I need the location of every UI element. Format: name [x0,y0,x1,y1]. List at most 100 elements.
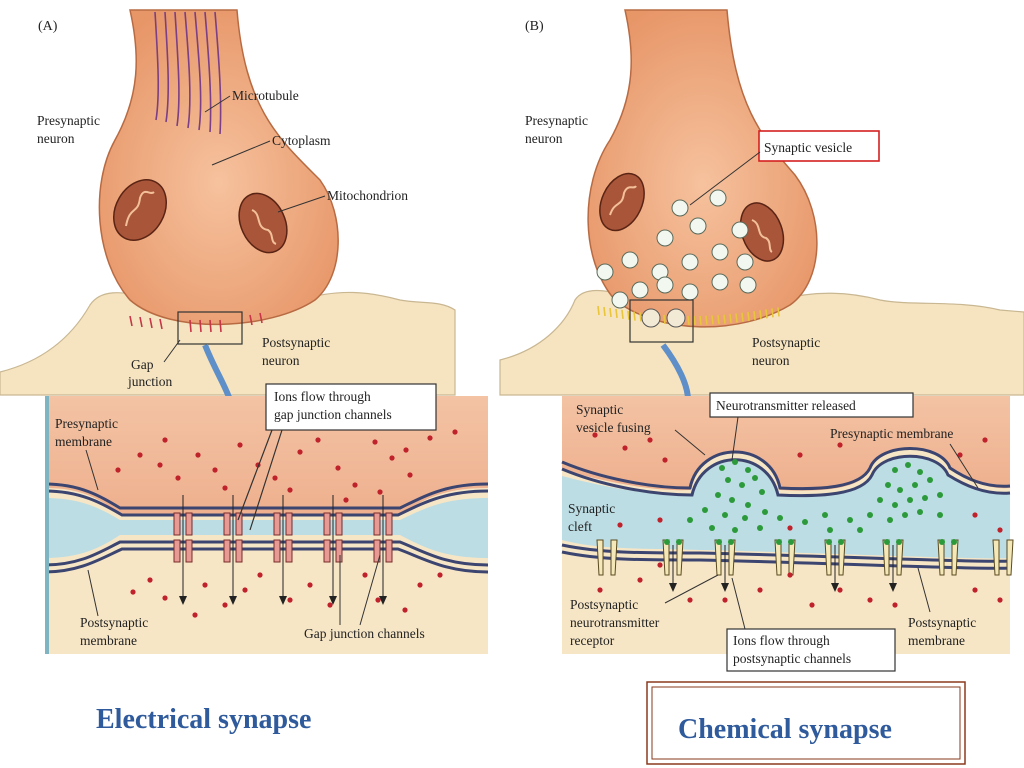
neurotransmitter-released-label: Neurotransmitter released [716,398,856,413]
synaptic-vesicle-label: Synaptic vesicle [764,140,852,155]
active-zone-mark [771,308,774,318]
active-zone-mark [705,315,708,325]
presynaptic-membrane-leader-b [949,443,979,489]
synaptic-vesicle-icon [736,253,754,271]
synaptic-vesicle-icon [656,276,674,294]
active-zone-mark [723,314,726,324]
synaptic-vesicle-icon [611,291,629,309]
postsynaptic-neuron-label-a1: Postsynaptic [262,335,330,350]
ion-dot [972,512,978,518]
neurotransmitter-dot [877,497,883,503]
ion-dot [787,525,793,531]
neurotransmitter-dot [742,515,748,521]
synaptic-vesicle-icon [656,229,674,247]
ion-dot [130,589,136,595]
active-zone-mark [717,315,720,325]
ions-flow-a-line1: Ions flow through [274,389,371,404]
synaptic-vesicle-icon [711,273,729,291]
gap-junction-channel-icon [273,495,293,605]
neurotransmitter-dots [687,459,943,533]
panel-a-neuron [0,9,456,396]
ion-dot [407,472,413,478]
neurotransmitter-dot [757,525,763,531]
ion-dot [237,442,243,448]
vesicle-fusing-label-1: Synaptic [576,402,623,417]
ion-dot [115,467,121,473]
receptor-icon [662,539,684,592]
ion-dot [757,587,763,593]
ion-dot [957,452,963,458]
gap-junction-channel-icon [223,495,243,605]
neurotransmitter-dot [752,475,758,481]
neurotransmitter-dot [777,515,783,521]
ion-dot [222,485,228,491]
mitochondrion-icon [599,172,645,232]
ion-dot [352,482,358,488]
synaptic-vesicle-icon [596,263,614,281]
postsynaptic-membrane-leader-b [917,567,931,613]
synaptic-vesicle-icon [731,221,749,239]
ion-dot [147,577,153,583]
presynaptic-neuron-label-a2: neuron [37,131,75,146]
synaptic-vesicle-icon [689,217,707,235]
ion-dot [657,517,663,523]
synaptic-cleft-label-2: cleft [568,519,592,534]
panel-a-letter: (A) [38,19,58,34]
ions-flow-a-leader2 [249,429,283,531]
gj-channels-leader2 [359,554,381,626]
neurotransmitter-dot [827,527,833,533]
gap-junction-label-1: Gap [131,357,154,372]
synaptic-vesicle-icon [671,199,689,217]
neurotransmitter-dot [822,512,828,518]
receptor-icon [882,539,904,592]
synaptic-vesicles [596,189,757,309]
neurotransmitter-dot [857,527,863,533]
chemical-caption-frame-inner [651,686,961,760]
active-zone-mark [633,311,636,321]
receptor-leader [664,574,719,604]
ion-dot [287,487,293,493]
active-zone-mark [639,312,642,322]
active-zone-mark [747,311,750,322]
active-zone-mark [735,313,738,323]
neurotransmitter-dot [905,462,911,468]
postsynaptic-membrane-label-b2: membrane [908,633,965,648]
neurotransmitter-dot [937,512,943,518]
active-zone-mark [615,308,618,319]
ion-dot [662,457,668,463]
ion-dot [597,587,603,593]
presynaptic-membrane-leader-a [85,449,99,491]
gap-junction-channels-label: Gap junction channels [304,626,425,641]
ion-dot [377,489,383,495]
ion-dot [315,437,321,443]
active-zone-mark [699,315,702,326]
synaptic-vesicle-icon [621,251,639,269]
nt-released-leader [731,416,739,461]
neurotransmitter-receptors [596,539,1014,592]
neurotransmitter-dot [937,492,943,498]
electrical-synapse-caption: Electrical synapse [96,704,311,735]
presynaptic-membrane-label-b: Presynaptic membrane [830,426,953,441]
neurotransmitter-dot [907,497,913,503]
mitochondrion-leader [277,195,326,213]
neurotransmitter-dot [892,502,898,508]
neurotransmitter-dot [739,482,745,488]
postsynaptic-neuron-label-b2: neuron [752,353,790,368]
gap-junction-channel-icon [323,495,343,605]
ions-flow-callout-a [265,383,437,431]
receptor-icon [824,539,846,592]
gap-junction-channel-icon [373,495,393,605]
ion-dot [343,497,349,503]
neurotransmitter-dot [702,507,708,513]
ions-flow-a-leader1 [237,429,273,521]
neurotransmitter-dot [715,492,721,498]
microtubule-leader [204,95,231,113]
ion-dot [647,437,653,443]
neurotransmitter-dot [745,467,751,473]
ion-dot [192,612,198,618]
neurotransmitter-dot [687,517,693,523]
neurotransmitter-dot [867,512,873,518]
neurotransmitter-dot [719,465,725,471]
neurotransmitter-dot [722,512,728,518]
